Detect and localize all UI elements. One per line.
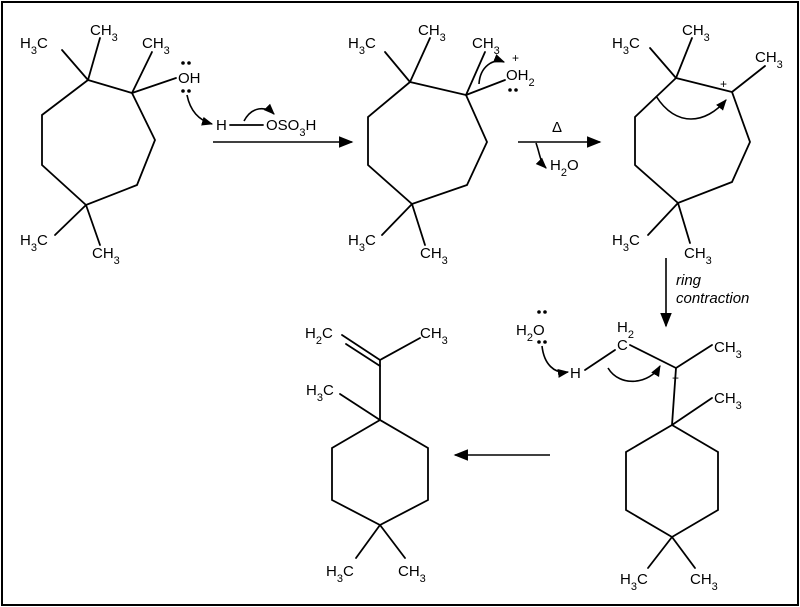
bisulfate-label: OSO3H (266, 117, 316, 139)
hydroxyl-label: OH (178, 70, 201, 87)
methyl-label: CH3 (90, 22, 118, 44)
methylene-h2-label: H2 (617, 319, 634, 341)
methyl-label: H3C (326, 563, 354, 585)
methyl-label: CH3 (142, 35, 170, 57)
oxonium-label: OH2 (506, 67, 535, 89)
molecule-alkene-product: H2C CH3 H3C H3C CH3 (305, 325, 448, 585)
molecule-oxonium: H3C CH3 CH3 OH2 + H3C CH3 (348, 22, 535, 267)
acid-proton-label: H (216, 117, 227, 134)
reagent-sulfuric-acid: H OSO3H (216, 103, 316, 139)
molecule-carbocation-seven-ring: H3C CH3 CH3 + H3C CH3 (612, 22, 783, 267)
methyl-label: H3C (20, 35, 48, 57)
methyl-label: CH3 (714, 339, 742, 361)
methyl-label: H3C (20, 232, 48, 254)
methyl-label: CH3 (420, 245, 448, 267)
molecule-cycloheptanol: H3C CH3 CH3 OH H3C CH3 (20, 22, 214, 267)
curly-arrow-bond-break (243, 103, 275, 122)
heat-label: Δ (552, 119, 562, 136)
lone-pair-dots (537, 310, 547, 344)
methyl-label: H3C (612, 35, 640, 57)
methyl-label: H3C (348, 232, 376, 254)
methyl-label: CH3 (684, 245, 712, 267)
methyl-label: H3C (620, 571, 648, 593)
curly-arrow-oh-to-h (186, 94, 214, 126)
curly-arrow-alkyl-shift (655, 95, 727, 120)
methyl-label: CH3 (690, 571, 718, 593)
methyl-label: CH3 (420, 325, 448, 347)
curly-arrow-water-leaving (478, 54, 506, 85)
methyl-label: CH3 (398, 563, 426, 585)
curly-arrow-deprotonation (541, 345, 570, 378)
water-byproduct-label: H2O (550, 157, 579, 179)
positive-charge: + (512, 51, 519, 65)
curly-arrow-ch-bond-to-cation (607, 365, 661, 383)
methylene-carbon-label: C (617, 337, 628, 354)
methyl-label: CH3 (755, 49, 783, 71)
lone-pair-dots (508, 88, 518, 92)
methyl-label: CH3 (714, 390, 742, 412)
curly-arrow-water-out (535, 142, 547, 169)
methyl-label: H3C (612, 232, 640, 254)
positive-charge: + (720, 77, 727, 91)
methyl-label: CH3 (682, 22, 710, 44)
methyl-label: CH3 (472, 35, 500, 57)
methyl-label: H3C (348, 35, 376, 57)
water-base-label: H2O (516, 322, 545, 344)
methyl-label: H3C (306, 382, 334, 404)
lone-pair-dots (181, 61, 191, 93)
ring-contraction-label: contraction (676, 290, 749, 307)
methyl-label: CH3 (92, 245, 120, 267)
methylene-label: H2C (305, 325, 333, 347)
molecule-carbocation-cyclohexyl: H2O H C H2 CH3 + CH3 H3C CH3 (516, 310, 742, 593)
ring-contraction-label: ring (676, 272, 702, 289)
methyl-label: CH3 (418, 22, 446, 44)
proton-label: H (570, 365, 581, 382)
